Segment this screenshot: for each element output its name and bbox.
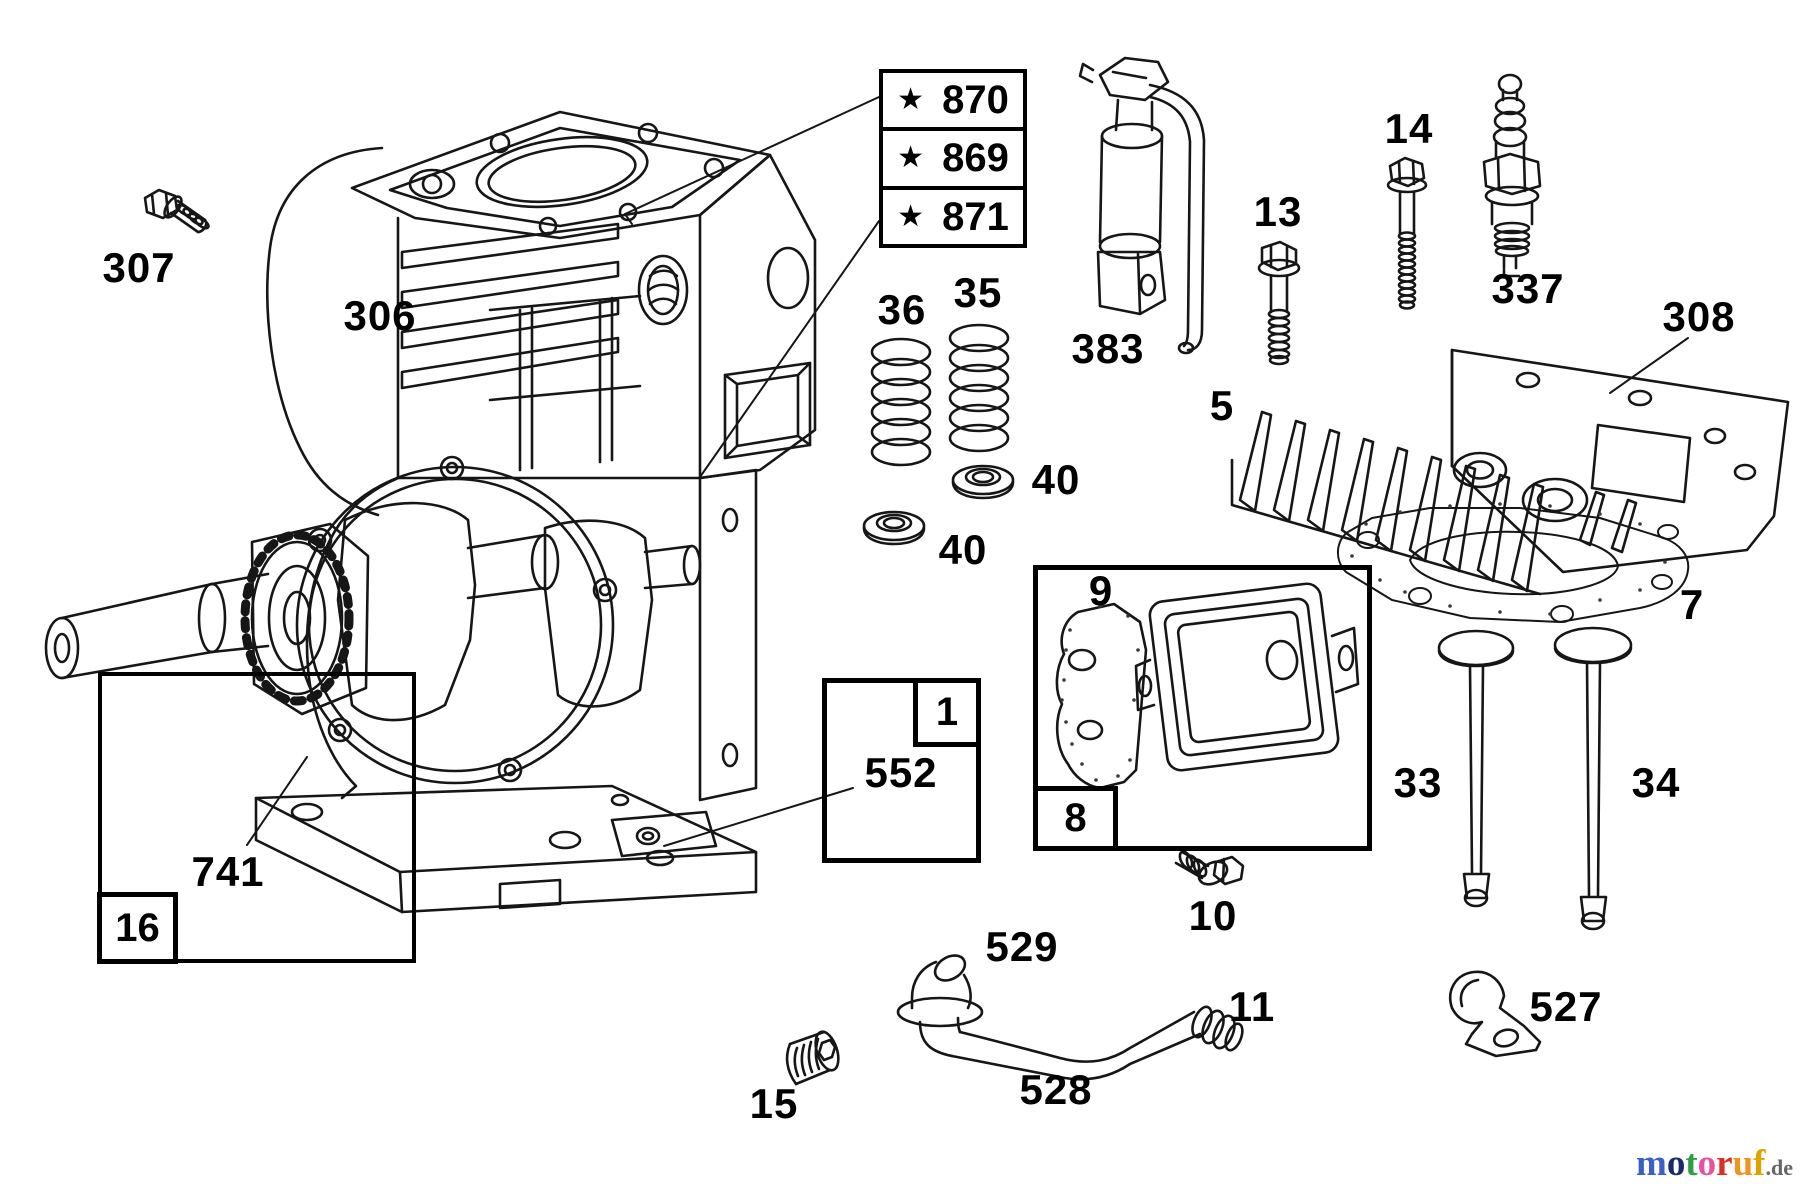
spring-retainer-40b [862,510,926,546]
spring-retainer-40a [951,464,1015,500]
part-label-33: 33 [1393,759,1443,806]
logo-letter: m [1636,1143,1667,1184]
bolt-13 [1257,240,1301,366]
cylinder-block-306 [266,110,817,517]
callout-box-16-region [98,672,416,963]
valve-spring-36 [870,337,932,467]
logo-letter: o [1666,1143,1686,1184]
callout-box-9-region [1033,565,1372,851]
bolt-14 [1386,156,1428,310]
fuel-pipe-528 [950,1005,1244,1081]
callout-row-871: ★ 871 [883,185,1023,244]
breather-assembly-9 [1055,582,1360,790]
part-number-8: 8 [1064,796,1087,840]
valve-spring-35 [948,323,1010,453]
part-label-10: 10 [1188,892,1238,939]
part-label-34: 34 [1631,759,1681,806]
logo-letter: r [1716,1143,1733,1184]
part-number-1: 1 [935,690,959,734]
callout-box-1: 1 [913,678,981,747]
part-label-36: 36 [877,286,927,333]
part-label-307: 307 [102,244,176,291]
callout-box-star-parts: ★ 870 ★ 869 ★ 871 [879,69,1027,248]
star-icon: ★ [897,141,925,175]
part-label-308: 308 [1662,293,1736,340]
part-label-306: 306 [343,292,417,339]
crankcase [254,455,758,914]
motoruf-logo: motoruf.de [1636,1142,1793,1185]
callout-row-870: ★ 870 [883,73,1023,127]
part-label-40b: 40 [938,526,988,573]
callout-box-552 [822,678,981,863]
part-label-14: 14 [1384,105,1434,152]
elbow-529 [896,954,984,1058]
part-label-528: 528 [1019,1066,1093,1113]
head-cover-308 [1450,348,1790,574]
logo-letter: u [1732,1143,1754,1184]
bolt-10 [1174,850,1245,886]
part-number-871: 871 [942,194,1009,239]
valve-34 [1553,626,1633,931]
logo-letter: t [1685,1143,1698,1184]
star-icon: ★ [897,83,925,117]
logo-letter: o [1697,1143,1717,1184]
set-screw-15 [785,1030,840,1086]
part-label-552: 552 [864,749,938,796]
part-label-527: 527 [1529,983,1603,1030]
part-label-383: 383 [1071,325,1145,372]
plunger-383 [1078,56,1206,355]
part-label-529: 529 [985,923,1059,970]
part-label-337: 337 [1491,265,1565,312]
part-label-7: 7 [1679,581,1705,628]
part-label-5: 5 [1209,382,1235,429]
cylinder-head-5 [1230,410,1638,596]
crankshaft-741 [44,501,702,722]
head-gasket-7 [1337,502,1690,623]
part-label-35: 35 [953,269,1003,316]
part-label-40a: 40 [1031,456,1081,503]
screw-307 [143,188,210,234]
callout-box-16: 16 [97,892,178,964]
part-number-869: 869 [942,136,1009,181]
clamp-527 [1449,970,1542,1058]
part-label-15: 15 [749,1080,799,1127]
part-label-741: 741 [191,848,265,895]
star-icon: ★ [897,199,925,233]
part-label-9: 9 [1088,567,1114,614]
spark-plug-337 [1482,73,1542,278]
callout-row-869: ★ 869 [883,127,1023,185]
part-number-16: 16 [115,905,160,950]
valve-33 [1437,629,1515,908]
leader-lines [246,96,1689,847]
part-number-870: 870 [942,78,1009,123]
callout-box-8: 8 [1033,786,1118,851]
logo-letter: f [1753,1143,1766,1184]
part-label-13: 13 [1253,188,1303,235]
part-label-11: 11 [1228,983,1276,1030]
logo-suffix: .de [1765,1155,1794,1180]
